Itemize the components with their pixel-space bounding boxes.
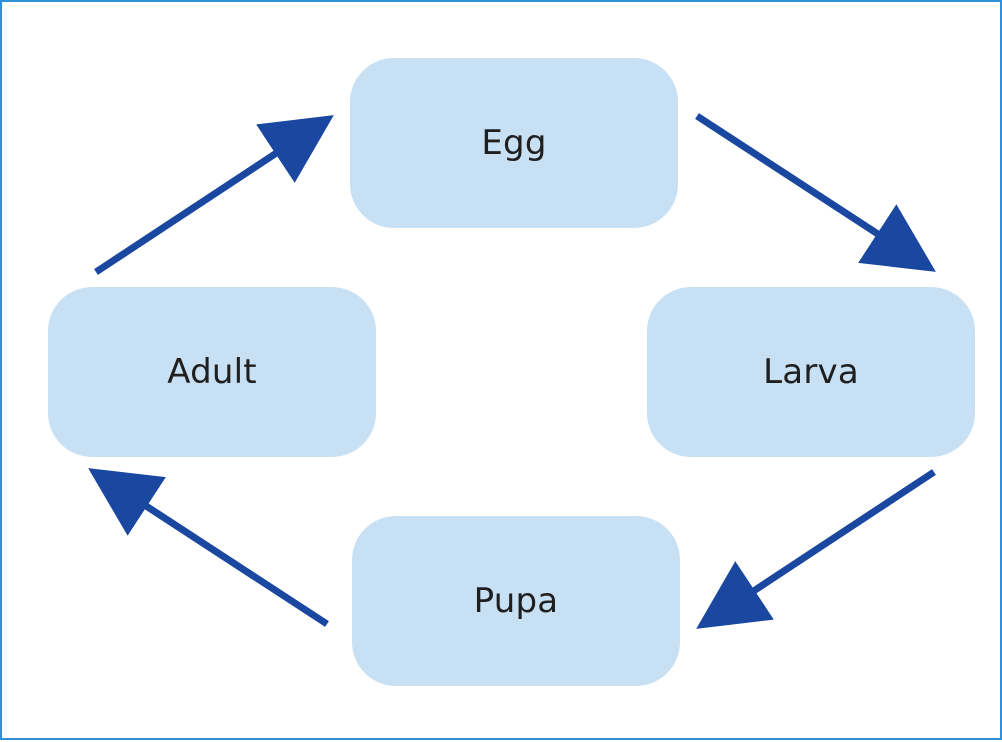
arrow-pupa-to-adult [88, 468, 329, 627]
arrow-egg-to-larva [695, 113, 936, 272]
stage-larva-label: Larva [763, 352, 859, 392]
stage-pupa-label: Pupa [473, 581, 559, 621]
stage-larva: Larva [647, 287, 975, 457]
stage-pupa: Pupa [352, 516, 680, 686]
stage-egg-label: Egg [481, 123, 547, 163]
stage-adult-label: Adult [167, 352, 257, 392]
stage-egg: Egg [350, 58, 678, 228]
arrow-larva-to-pupa [696, 469, 936, 629]
arrow-adult-to-egg [94, 115, 334, 275]
stage-adult: Adult [48, 287, 376, 457]
